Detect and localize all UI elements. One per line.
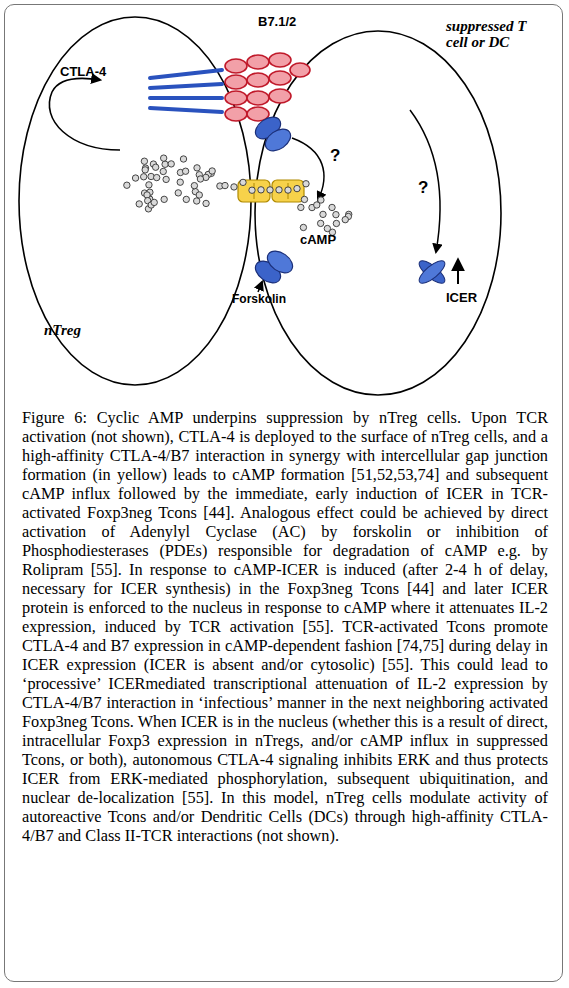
camp-molecule [300,224,306,230]
camp-molecule [153,174,159,180]
camp-molecule [183,196,189,202]
camp-molecule [136,201,142,207]
camp-molecule [249,187,255,193]
molecule-label: ICER [446,290,477,305]
camp-molecule [194,165,200,171]
camp-molecule [298,204,304,210]
camp-molecule [333,211,339,217]
camp-molecule [276,187,282,193]
camp-molecule [329,204,335,210]
cell: suppressed T cell or DC [254,30,502,396]
camp-molecule [193,198,199,204]
adenylyl-cyclase [251,113,296,288]
camp-molecule [240,179,246,185]
b7-ligand [247,91,269,105]
camp-molecule [146,182,152,188]
camp-molecule [160,168,166,174]
molecule-label: Forskolin [232,292,286,306]
cell-membrane [255,31,501,395]
camp-molecule [203,200,209,206]
b7-ligand [225,59,247,73]
camp-molecule [180,156,186,162]
cell-name: nTreg [44,322,124,338]
molecule-label: cAMP [300,232,336,247]
camp-molecule [162,161,168,167]
camp-molecule [152,164,158,170]
connexon [238,180,270,202]
camp-molecule [267,187,273,193]
b7-ligand [269,89,291,103]
b7-ligand [290,63,310,77]
camp-molecule [175,190,181,196]
cell-membrane [19,17,251,385]
camp-molecule [258,187,264,193]
camp-molecule [294,185,300,191]
molecule-label: B7.1/2 [258,14,296,29]
molecule-label: ? [330,146,340,166]
cell-outline [254,30,502,396]
camp-molecule [141,158,147,164]
camp-molecule [320,211,326,217]
camp-molecule [163,176,169,182]
camp-molecule [161,196,167,202]
b7-ligand [247,55,269,69]
camp-molecule [182,168,188,174]
molecule-label: CTLA-4 [60,64,106,79]
camp-molecule [222,182,228,188]
camp-molecule [142,167,148,173]
camp-molecule [209,168,215,174]
cell-name: suppressed T cell or DC [446,18,528,50]
camp-molecule [342,216,348,222]
camp-molecule [285,187,291,193]
b7-ligand [225,107,247,121]
camp-molecule [160,155,166,161]
camp-molecule [197,176,203,182]
figure-caption: Figure 6: Cyclic AMP underpins suppressi… [22,408,548,845]
camp-molecule [124,182,130,188]
camp-molecule [333,220,339,226]
connexon [272,180,304,202]
camp-molecule [191,182,197,188]
camp-molecule [303,181,309,187]
camp-molecule [177,179,183,185]
b7-ligand [225,91,247,105]
camp-molecule [231,184,237,190]
camp-molecule [324,225,330,231]
b7-ligand [269,53,291,67]
cell-illustration [0,0,569,400]
icer-up-arrow [457,260,459,284]
camp-molecule [314,202,320,208]
b7-ligand [269,71,291,85]
b7-ligand [225,75,247,89]
camp-molecule [132,175,138,181]
camp-molecule [140,174,146,180]
camp-molecule [168,161,174,167]
camp-molecule [317,220,323,226]
camp-molecule [301,196,307,202]
ctla4-receptor [150,96,222,100]
camp-molecule [151,199,157,205]
molecule-label: ? [418,178,428,198]
b7-ligand [247,73,269,87]
forskolin-arrow [258,282,262,292]
camp-molecule [196,192,202,198]
